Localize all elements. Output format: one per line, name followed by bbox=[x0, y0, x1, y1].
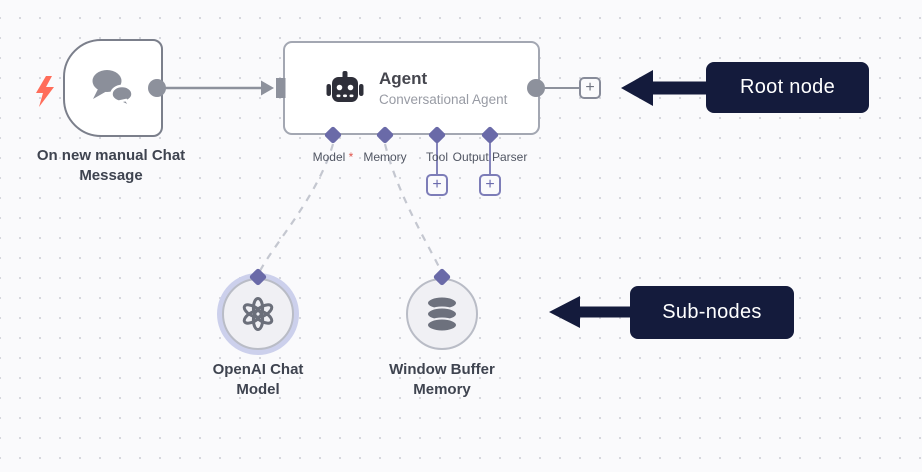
port-label-memory: Memory bbox=[363, 150, 407, 164]
window-buffer-memory-node[interactable] bbox=[406, 278, 478, 350]
required-asterisk: * bbox=[348, 150, 354, 164]
root-node-annotation: Root node bbox=[706, 62, 869, 113]
chat-bubbles-icon bbox=[92, 70, 134, 108]
subnodes-annotation-label: Sub-nodes bbox=[662, 301, 762, 323]
agent-node-title: Agent bbox=[379, 69, 428, 89]
openai-chat-model-node[interactable] bbox=[222, 278, 294, 350]
agent-node[interactable]: Agent Conversational Agent bbox=[283, 41, 540, 135]
plus-icon: + bbox=[485, 176, 495, 193]
add-output-parser-button[interactable]: + bbox=[479, 174, 501, 196]
agent-node-subtitle: Conversational Agent bbox=[379, 91, 508, 107]
robot-icon bbox=[326, 71, 364, 102]
trigger-node-label: On new manual Chat Message bbox=[36, 147, 186, 184]
subnodes-annotation: Sub-nodes bbox=[630, 286, 794, 339]
trigger-node-chat-message[interactable] bbox=[63, 39, 163, 137]
root-node-annotation-label: Root node bbox=[740, 76, 835, 98]
database-icon bbox=[426, 296, 458, 332]
root-node-arrow-icon bbox=[621, 70, 707, 106]
port-label-output-parser: Output Parser bbox=[452, 150, 528, 164]
subnodes-arrow-icon bbox=[549, 296, 632, 328]
add-tool-button[interactable]: + bbox=[426, 174, 448, 196]
openai-icon bbox=[242, 297, 274, 331]
plus-icon: + bbox=[432, 176, 442, 193]
port-label-model: Model * bbox=[312, 150, 354, 164]
buffer-memory-node-label: Window Buffer Memory bbox=[389, 361, 495, 398]
plus-icon: + bbox=[585, 79, 595, 96]
openai-node-label: OpenAI Chat Model bbox=[212, 361, 304, 398]
lightning-bolt-icon bbox=[36, 76, 54, 107]
add-node-button[interactable]: + bbox=[579, 77, 601, 99]
edge-arrowhead-icon bbox=[261, 80, 274, 96]
